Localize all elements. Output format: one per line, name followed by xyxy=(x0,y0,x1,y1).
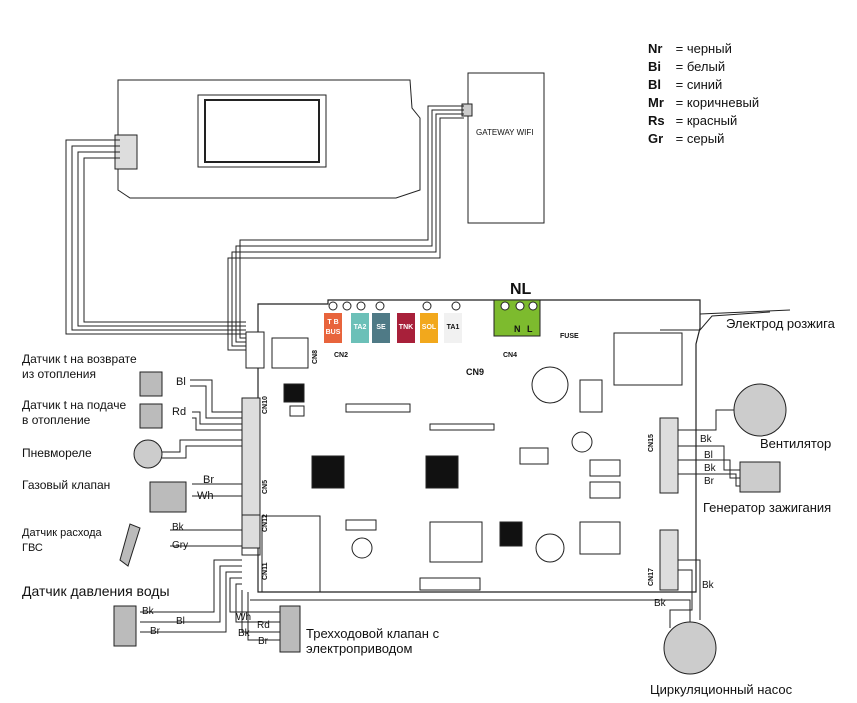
water-pressure-sensor-icon xyxy=(113,605,137,647)
color-legend: Nr = черный Bi = белый Bl = синий Mr = к… xyxy=(648,40,759,148)
wire-tag: Bk xyxy=(142,606,154,617)
wire-tag: Bl xyxy=(176,616,185,627)
wire-tag: Bk xyxy=(700,434,712,445)
three-way-valve-icon xyxy=(279,605,301,653)
flow-sensor-icon xyxy=(139,403,163,429)
fan-icon xyxy=(733,383,787,437)
wire-tag: Rd xyxy=(172,406,187,418)
wire-tag: Rd xyxy=(257,620,270,631)
flow-sensor-label: Датчик t на подаче в отопление xyxy=(22,398,127,427)
legend-row: Bl = синий xyxy=(648,77,723,92)
dhw-flow-sensor-icon xyxy=(119,523,141,567)
pressure-switch-icon xyxy=(133,439,163,469)
circulation-pump-icon xyxy=(663,621,717,675)
ignition-electrode-label: Электрод розжига xyxy=(726,316,835,331)
fan-label: Вентилятор xyxy=(760,436,832,451)
circulation-pump-label: Циркуляционный насос xyxy=(650,682,793,697)
water-pressure-sensor-label: Датчик давления воды xyxy=(22,583,170,599)
terminal-se[interactable]: SE xyxy=(372,313,390,343)
wire-tag: Br xyxy=(258,636,268,647)
cn2-label: CN2 xyxy=(334,352,349,359)
cn15-label: CN15 xyxy=(648,434,655,452)
ignition-electrode-icon xyxy=(699,309,791,315)
pressure-switch-label: Пневмореле xyxy=(22,446,92,460)
gas-valve-label: Газовый клапан xyxy=(22,478,111,492)
cn11-label: CN11 xyxy=(262,562,269,580)
wire-tag: Wh xyxy=(236,612,251,623)
fuse-label: FUSE xyxy=(560,333,579,340)
wire-tag: Bk xyxy=(702,580,714,591)
terminal-tnk[interactable]: TNK xyxy=(397,313,415,343)
legend-row: Bi = белый xyxy=(648,59,726,74)
wire-tag: Br xyxy=(203,474,214,486)
cn4-label: CN4 xyxy=(503,352,518,359)
cn9-label: CN9 xyxy=(466,367,485,377)
legend-row: Nr = черный xyxy=(648,41,732,56)
gateway-label: GATEWAY WIFI xyxy=(476,128,534,137)
cn5-label: CN5 xyxy=(262,479,269,494)
three-way-valve-label: Трехходовой клапан с электроприводом xyxy=(306,626,440,656)
gateway-board xyxy=(467,72,545,224)
power-n-label: N xyxy=(514,324,521,334)
cn10-label: CN10 xyxy=(262,396,269,414)
dhw-flow-sensor-label: Датчик расхода ГВС xyxy=(22,527,102,554)
wire-tag: Bl xyxy=(176,376,186,388)
wire-tag: Gry xyxy=(172,540,189,551)
cn12-label: CN12 xyxy=(262,514,269,532)
wire-tag: Br xyxy=(704,476,714,487)
terminal-sol[interactable]: SOL xyxy=(420,313,438,343)
cn8-label: CN8 xyxy=(312,349,319,364)
wire-tag: Br xyxy=(150,626,160,637)
display-board xyxy=(117,79,421,199)
wire-tag: Wh xyxy=(197,490,214,502)
wire-tag: Bk xyxy=(704,463,716,474)
display-screen xyxy=(197,94,327,168)
terminal-ta2[interactable]: TA2 xyxy=(351,313,369,343)
return-sensor-icon xyxy=(139,371,163,397)
power-title: NL xyxy=(510,281,532,298)
legend-row: Mr = коричневый xyxy=(648,95,760,110)
ignition-generator-label: Генератор зажигания xyxy=(703,500,832,515)
gas-valve-icon xyxy=(149,481,187,513)
ignition-generator-icon xyxy=(739,461,781,493)
wire-tag: Bk xyxy=(172,522,184,533)
cn17-label: CN17 xyxy=(648,568,655,586)
return-sensor-label: Датчик t на возврате из отопления xyxy=(22,352,137,381)
wire-tag: Bl xyxy=(704,450,713,461)
legend-row: Rs = красный xyxy=(648,113,738,128)
wire-tag: Bk xyxy=(238,628,250,639)
power-l-label: L xyxy=(527,324,533,334)
main-board xyxy=(257,299,701,593)
wire-tag: Bk xyxy=(654,598,666,609)
legend-row: Gr = серый xyxy=(648,131,725,146)
terminal-ta1[interactable]: TA1 xyxy=(444,313,462,343)
